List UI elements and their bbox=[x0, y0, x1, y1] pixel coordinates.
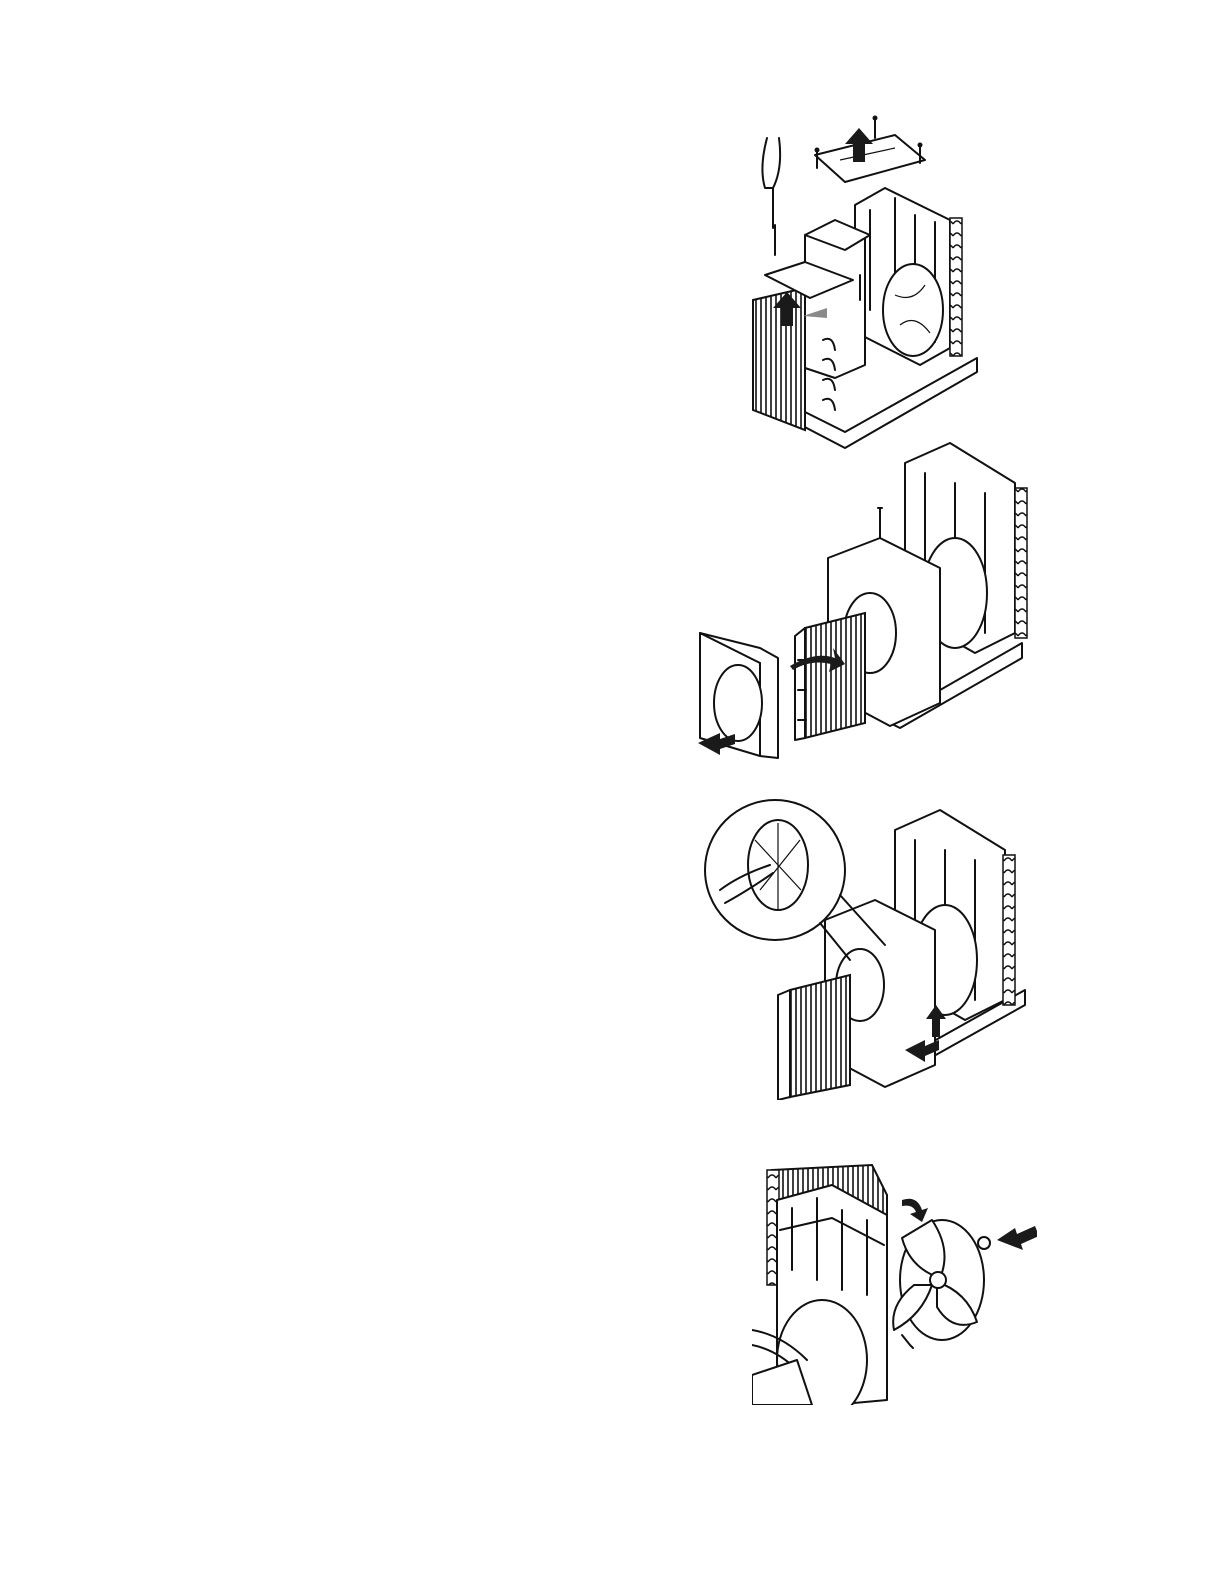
clip bbox=[978, 1237, 990, 1249]
condenser-coil bbox=[1003, 855, 1015, 1005]
figure-remove-top-brackets bbox=[745, 110, 985, 460]
figure-remove-blower-wheel bbox=[700, 795, 1030, 1100]
condenser-coil bbox=[1015, 488, 1027, 638]
evaporator-coil bbox=[790, 975, 850, 1097]
curved-arrow-icon bbox=[902, 1199, 928, 1222]
evaporator-coil bbox=[753, 288, 805, 430]
figure-remove-fan-blade bbox=[752, 1160, 1037, 1405]
arrow-right-icon bbox=[997, 1226, 1037, 1250]
evaporator-coil bbox=[805, 613, 865, 738]
figure-remove-front-shroud bbox=[690, 438, 1030, 763]
hand-icon bbox=[762, 138, 780, 188]
evaporator-housing bbox=[805, 225, 865, 378]
condenser-coil bbox=[950, 218, 962, 356]
condenser-fan bbox=[883, 264, 943, 356]
